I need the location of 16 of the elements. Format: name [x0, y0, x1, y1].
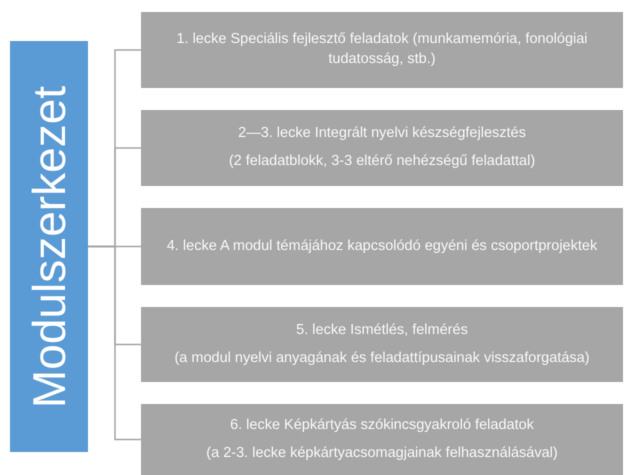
title-bar — [10, 41, 88, 452]
lesson-title: 1. lecke Speciális fejlesztő feladatok (munkamemória, fonológiai tudatosság, stb.) — [175, 30, 589, 69]
vertical-title: Modulszerkezet — [26, 85, 72, 408]
lesson-description: (a 2-3. lecke képkártyacsomagjainak felhasználásával) — [206, 444, 558, 462]
lesson-description: (2 feladatblokk, 3-3 eltérő nehézségű feladattal) — [228, 152, 536, 171]
lesson-description: (a modul nyelvi anyagának és feladattípusainak visszaforgatása) — [174, 348, 590, 368]
connector-line — [88, 246, 141, 440]
lesson-box — [141, 404, 623, 475]
lesson-title: 4. lecke A modul témájához kapcsolódó egyéni és csoportprojektek — [166, 236, 598, 256]
lesson-box — [141, 307, 623, 382]
lesson-title: 5. lecke Ismétlés, felmérés — [296, 320, 468, 340]
lesson-box — [141, 110, 623, 186]
lesson-box — [141, 12, 623, 88]
lesson-title: 6. lecke Képkártyás szókincsgyakroló feladatok — [230, 416, 534, 435]
lesson-box — [141, 208, 623, 285]
lesson-title: 2—3. lecke Integrált nyelvi készségfejlesztés — [238, 124, 526, 144]
